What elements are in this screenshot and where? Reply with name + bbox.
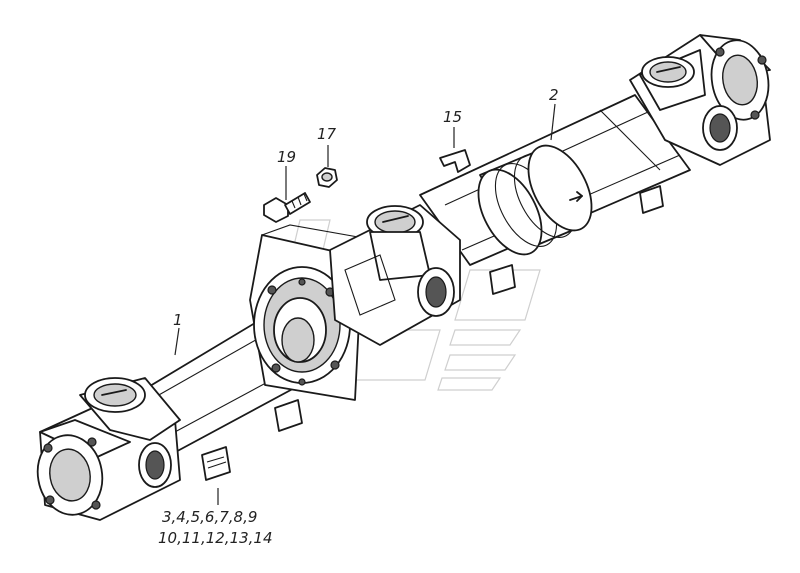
leader-lines (174, 103, 556, 505)
left-end-yoke (36, 377, 181, 521)
clamp-15 (439, 149, 471, 173)
callout-labels: 1 2 15 17 19 3,4,5,6,7,8,9 10,11,12,13,1… (158, 86, 559, 547)
callout-15: 15 (443, 108, 462, 126)
bolt-19 (263, 192, 311, 223)
central-universal-joint (329, 204, 461, 346)
balance-plates (201, 185, 664, 481)
callout-10-14: 10,11,12,13,14 (158, 529, 273, 547)
callout-1: 1 (173, 311, 183, 329)
callout-3-9: 3,4,5,6,7,8,9 (162, 508, 257, 526)
callout-2: 2 (549, 86, 559, 104)
shaft-tube-2 (419, 94, 691, 266)
right-end-yoke (629, 34, 771, 166)
callout-17: 17 (317, 125, 337, 143)
callout-19: 19 (277, 148, 296, 166)
nut-17 (316, 167, 338, 188)
